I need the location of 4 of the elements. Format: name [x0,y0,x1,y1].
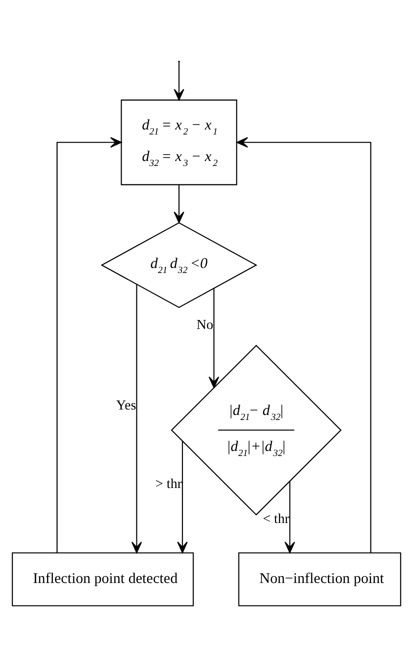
edge-label: < thr [262,510,290,526]
edge-label: Yes [116,397,136,412]
edge-label: > thr [155,476,182,491]
edge-label: No [196,316,214,332]
